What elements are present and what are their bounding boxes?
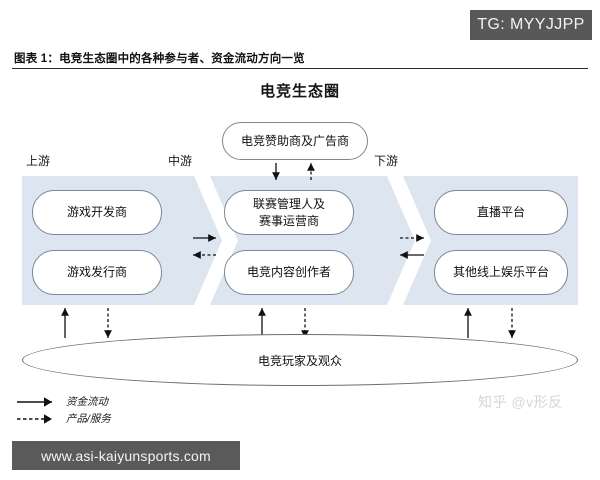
node-league-operator-line1: 联赛管理人及 (252, 197, 325, 212)
solid-arrow-icon (17, 396, 52, 407)
caption-divider (12, 68, 588, 69)
page-title: 电竞生态圈 (259, 83, 340, 100)
node-league-operator-line2: 赛事运营商 (258, 213, 319, 228)
dashed-arrow-icon (17, 413, 52, 424)
legend-label-money-flow: 资金流动 (66, 396, 108, 408)
node-content-creator-label: 电竞内容创作者 (246, 265, 331, 280)
node-other-entertainment-platform-label: 其他线上娱乐平台 (452, 265, 549, 280)
node-game-developer-label: 游戏开发商 (66, 205, 127, 220)
node-audience[interactable]: 电竞玩家及观众 (22, 334, 578, 386)
node-sponsor[interactable]: 电竞赞助商及广告商 (222, 122, 368, 160)
zhihu-watermark: 知乎 @v形反 (478, 394, 563, 410)
node-game-developer[interactable]: 游戏开发商 (32, 190, 162, 235)
node-content-creator[interactable]: 电竞内容创作者 (224, 250, 354, 295)
url-bar: www.asi-kaiyunsports.com (12, 441, 240, 470)
legend: 资金流动 产品/服务 (16, 394, 156, 428)
legend-label-product-service: 产品/服务 (66, 413, 111, 425)
stage-label-upstream: 上游 (26, 154, 51, 168)
figure-caption: 图表 1：电竞生态圈中的各种参与者、资金流动方向一览 (14, 53, 305, 65)
stage-label-downstream: 下游 (374, 154, 399, 168)
node-league-operator-label: 联赛管理人及 赛事运营商 (253, 196, 325, 228)
node-game-publisher[interactable]: 游戏发行商 (32, 250, 162, 295)
node-game-publisher-label: 游戏发行商 (66, 265, 127, 280)
node-sponsor-label: 电竞赞助商及广告商 (240, 133, 349, 148)
node-league-operator[interactable]: 联赛管理人及 赛事运营商 (224, 190, 354, 235)
legend-item-product-service: 产品/服务 (16, 411, 156, 426)
node-live-platform[interactable]: 直播平台 (434, 190, 568, 235)
legend-item-money-flow: 资金流动 (16, 394, 156, 409)
stage-label-midstream: 中游 (168, 154, 193, 168)
tg-badge: TG: MYYJJPP (470, 10, 592, 40)
node-other-entertainment-platform[interactable]: 其他线上娱乐平台 (434, 250, 568, 295)
node-live-platform-label: 直播平台 (476, 205, 525, 220)
node-audience-label: 电竞玩家及观众 (257, 353, 342, 368)
